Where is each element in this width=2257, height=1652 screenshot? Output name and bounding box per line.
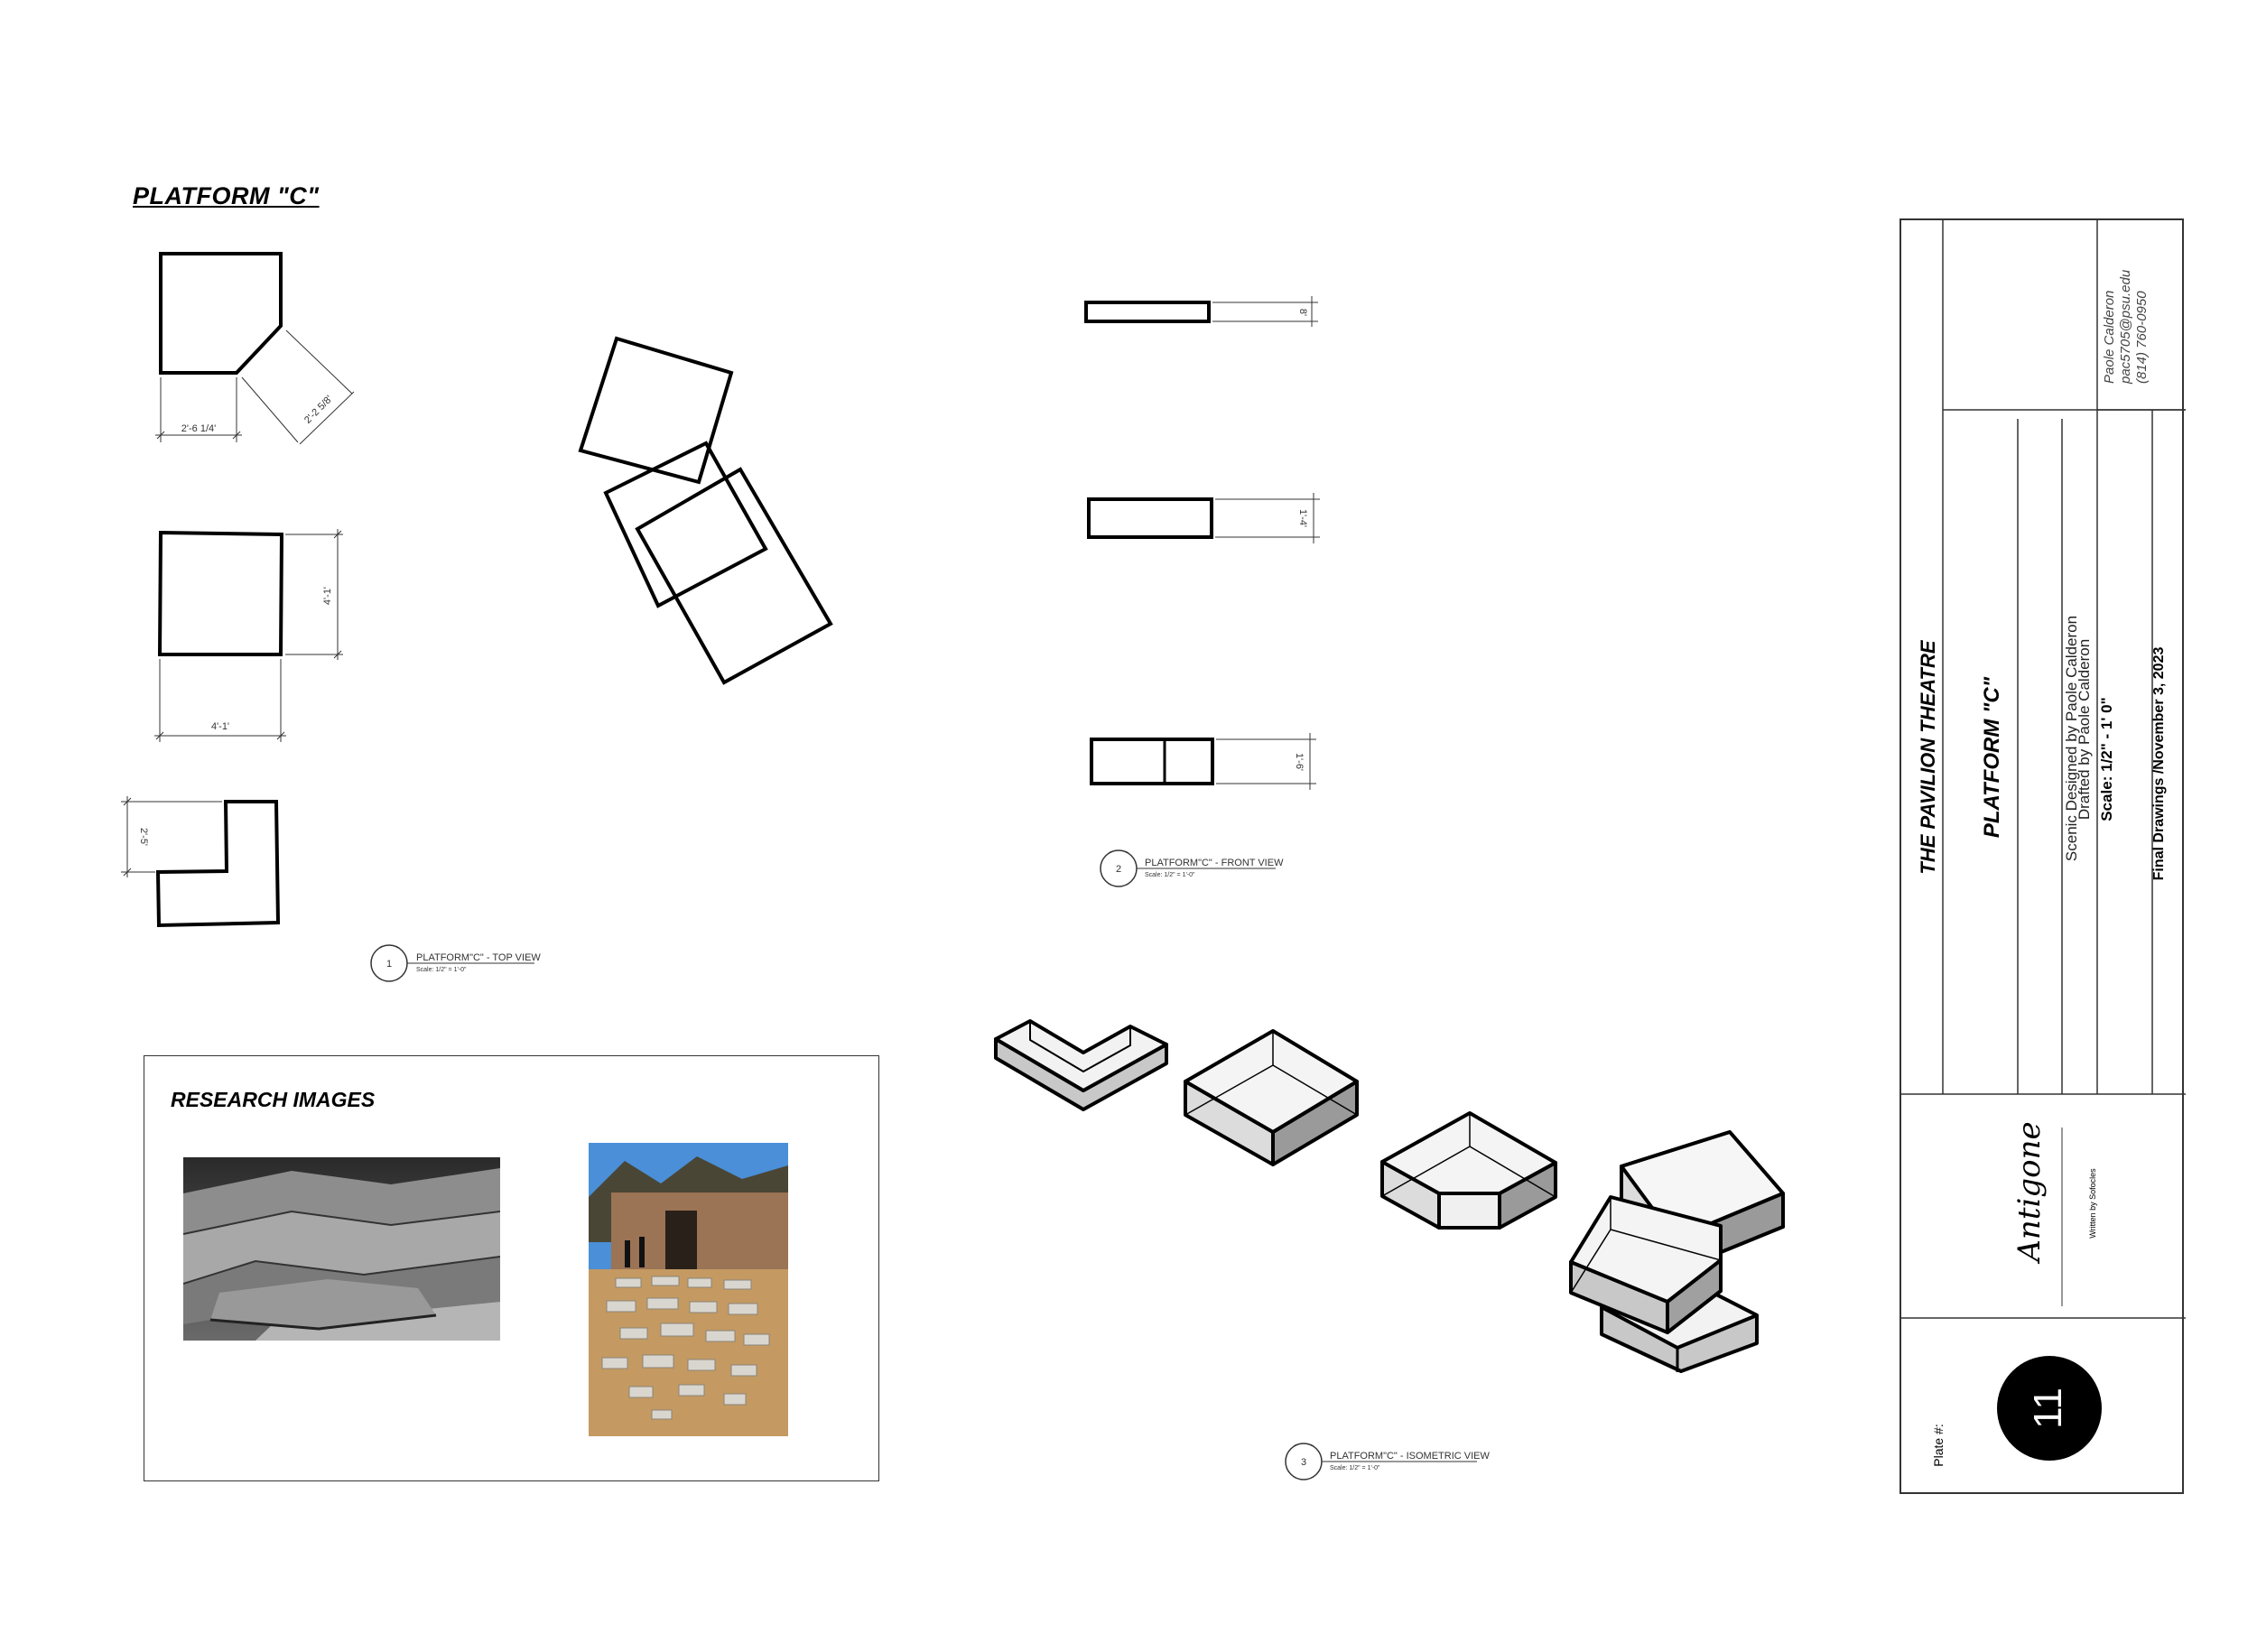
contact-name: Paole Calderon — [2102, 290, 2117, 384]
contact-phone: (814) 760-0950 — [2134, 291, 2150, 384]
title-block-scale: Scale: 1/2" - 1' 0" — [2098, 697, 2115, 821]
iso-view-scale: Scale: 1/2" = 1'-0" — [1330, 1465, 1380, 1471]
front-view-marker — [1100, 849, 1276, 887]
top-view-number: 1 — [386, 959, 392, 970]
dim-front-b: 1'-4' — [1297, 509, 1308, 527]
top-view-square — [157, 530, 284, 656]
iso-square — [1184, 1029, 1359, 1166]
top-view-pentagon — [159, 252, 283, 375]
title-block-plate-label: Plate #: — [1931, 1424, 1946, 1467]
top-view-l-shape — [155, 800, 281, 928]
title-block-date: Final Drawings /November 3, 2023 — [2151, 646, 2167, 881]
title-block-contact: Paole Calderon pac5705@psu.edu (814) 760… — [2102, 248, 2156, 384]
front-view-number: 2 — [1116, 864, 1121, 875]
iso-group — [1569, 1130, 1785, 1373]
contact-email: pac5705@psu.edu — [2118, 269, 2133, 384]
dim-top-d: 4'-1' — [211, 721, 229, 732]
top-view — [121, 252, 355, 928]
title-block-show-title: Antigone — [2011, 1121, 2048, 1262]
plate-number-badge: 11 — [1997, 1356, 2102, 1461]
iso-pentagon — [1380, 1111, 1557, 1230]
title-block-grid — [1901, 220, 2186, 1319]
top-view-arrangement — [578, 336, 833, 685]
title-block-drafted-by: Drafted by Paole Calderon — [2076, 638, 2093, 821]
iso-view — [994, 1019, 1785, 1373]
dim-front-a: 8' — [1297, 309, 1308, 316]
research-photo-desert-pavilion — [589, 1143, 788, 1436]
dim-top-a: 2'-6 1/4' — [181, 423, 216, 434]
research-images-panel — [144, 1055, 879, 1481]
top-view-scale: Scale: 1/2" = 1'-0" — [416, 967, 467, 973]
title-block-sheet-name: PLATFORM "C" — [1980, 676, 2004, 839]
dim-top-c: 4'-1' — [322, 587, 333, 605]
dim-front-c: 1'-6' — [1294, 753, 1305, 771]
plate-number: 11 — [2026, 1387, 2070, 1429]
research-images-title: RESEARCH IMAGES — [171, 1088, 376, 1111]
top-view-label: PLATFORM"C" - TOP VIEW — [416, 952, 541, 963]
iso-view-label: PLATFORM"C" - ISOMETRIC VIEW — [1330, 1451, 1491, 1462]
research-photo-stone-blocks — [183, 1157, 500, 1341]
title-block-author: Written by Sofocles — [2088, 1168, 2097, 1239]
title-block — [1899, 218, 2186, 1494]
title-block-theatre: THE PAVILION THEATRE — [1917, 640, 1939, 875]
iso-l-shape — [994, 1019, 1168, 1111]
front-view-scale: Scale: 1/2" = 1'-0" — [1145, 872, 1195, 878]
top-view-marker — [370, 944, 534, 982]
sheet-title: PLATFORM "C" — [133, 182, 320, 209]
iso-view-number: 3 — [1301, 1457, 1306, 1468]
dim-top-e: 2'-5' — [138, 828, 149, 846]
front-view — [1084, 296, 1320, 790]
front-view-label: PLATFORM"C" - FRONT VIEW — [1145, 858, 1284, 868]
iso-view-marker — [1285, 1443, 1477, 1480]
dim-top-b: 2'-2 5/8' — [302, 394, 335, 426]
